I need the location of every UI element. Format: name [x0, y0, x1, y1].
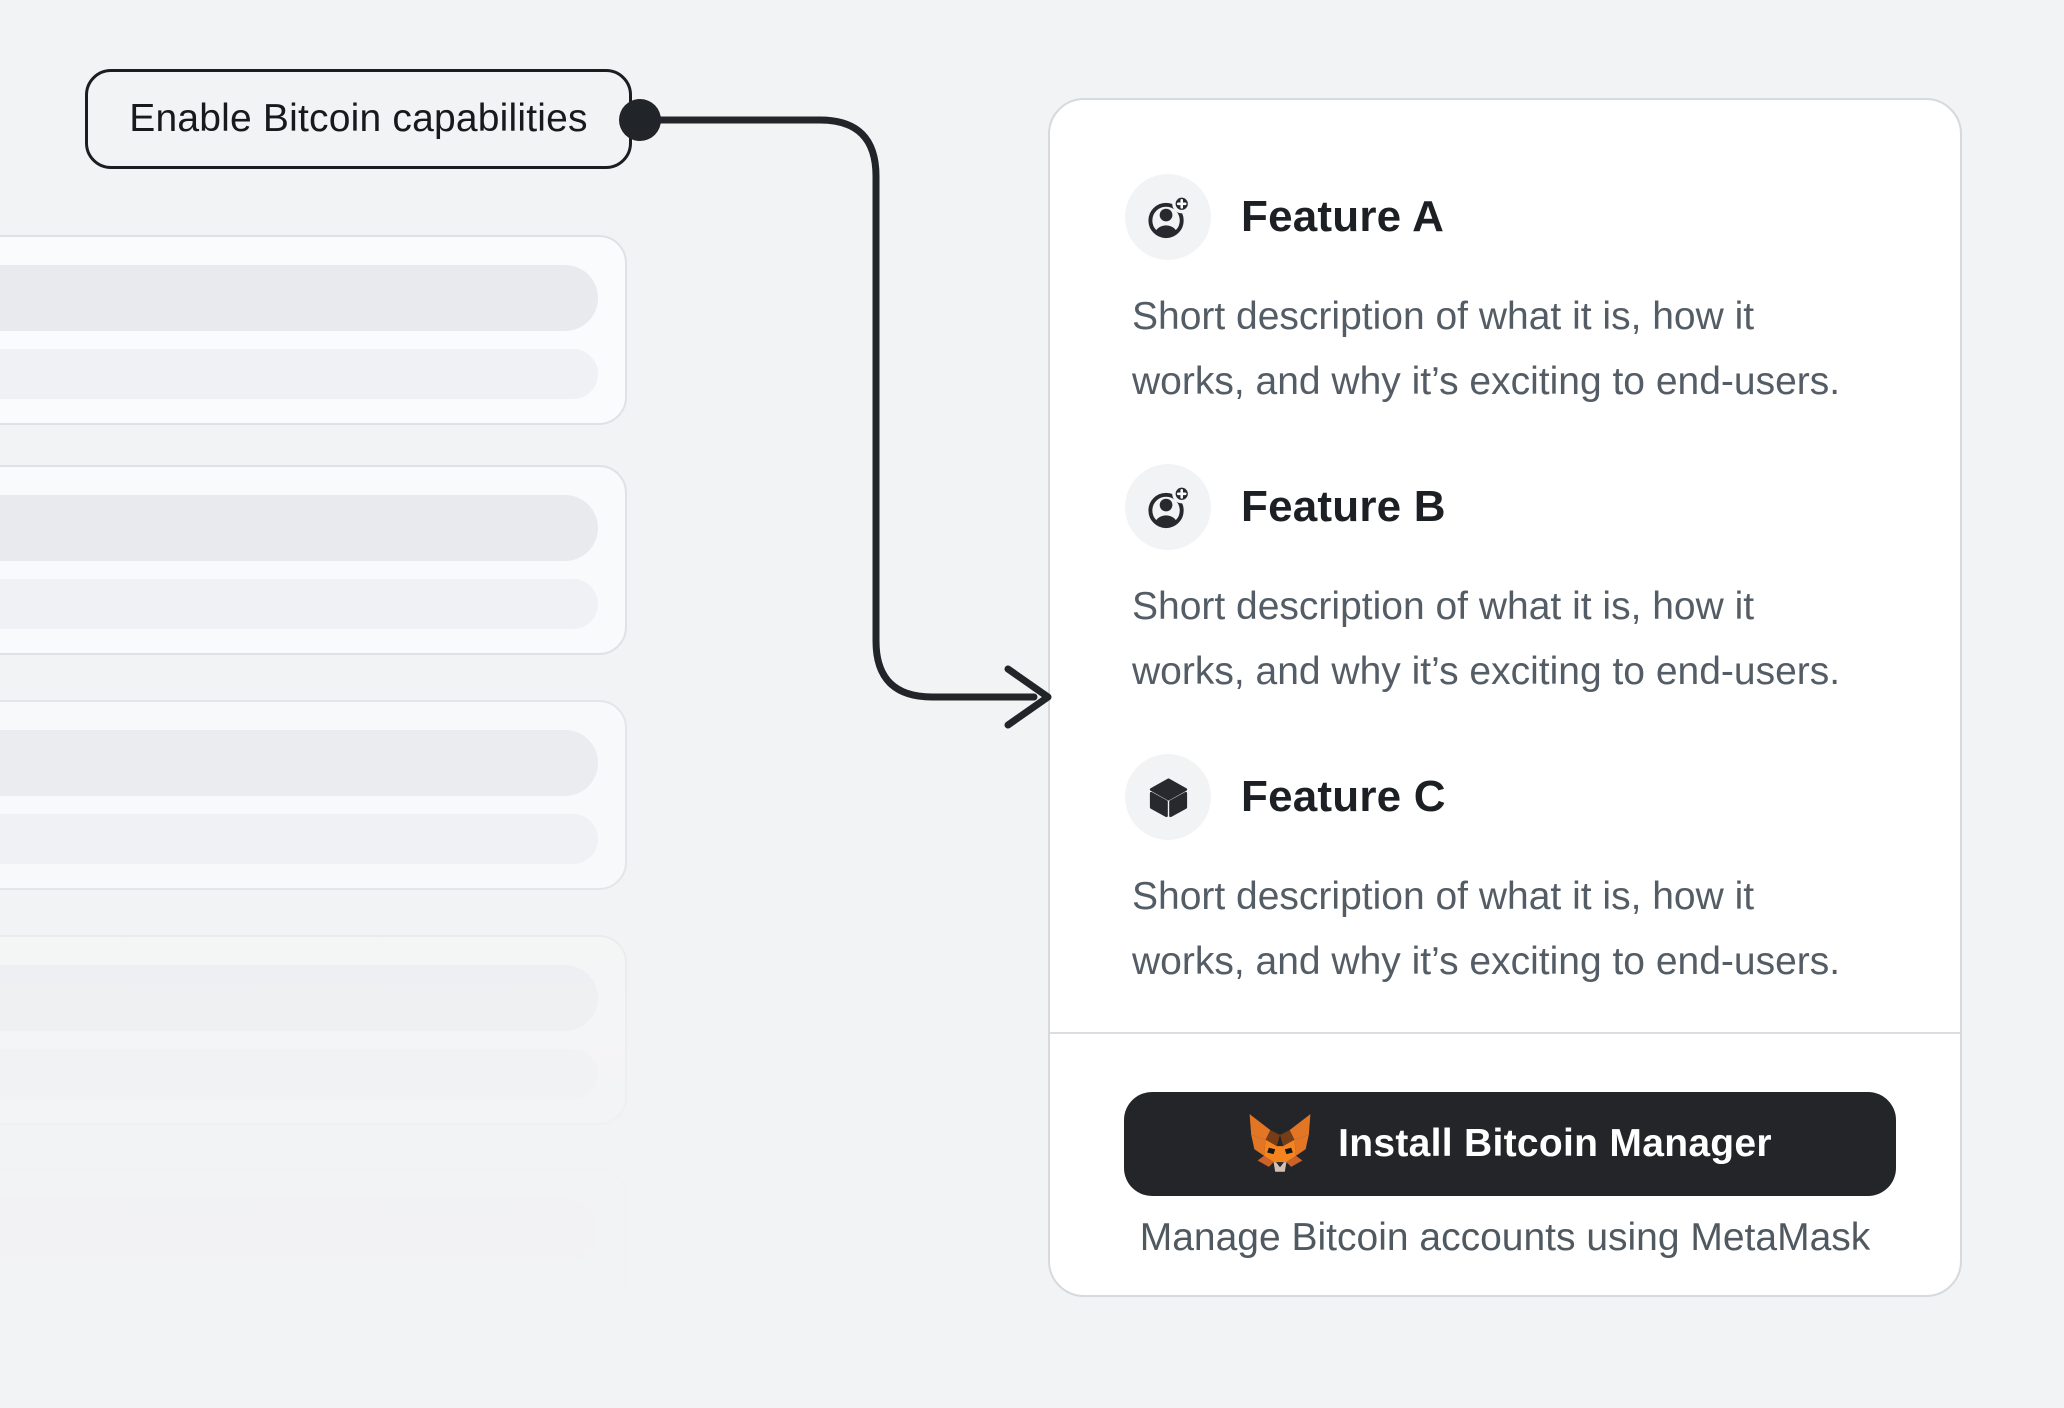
feature-c-header: Feature C — [1125, 754, 1890, 840]
skeleton-line — [0, 1198, 598, 1264]
skeleton-card — [0, 700, 627, 890]
connector-dot — [619, 99, 661, 141]
feature-b-description: Short description of what it is, how it … — [1132, 585, 1841, 693]
person-add-icon — [1125, 174, 1211, 260]
skeleton-card — [0, 235, 627, 425]
skeleton-line — [0, 265, 598, 331]
skeleton-line — [0, 495, 598, 561]
skeleton-line — [0, 814, 598, 864]
skeleton-line — [0, 579, 598, 629]
skeleton-card — [0, 465, 627, 655]
skeleton-card — [0, 935, 627, 1125]
feature-b-header: Feature B — [1125, 464, 1890, 550]
feature-a-section: Feature A Short description of what it i… — [1125, 174, 1890, 414]
skeleton-column — [0, 0, 700, 1408]
feature-a-description: Short description of what it is, how it … — [1132, 295, 1841, 403]
card-divider — [1050, 1032, 1960, 1034]
skeleton-card — [0, 1168, 627, 1358]
feature-c-description: Short description of what it is, how it … — [1132, 875, 1841, 983]
feature-b-title: Feature B — [1241, 482, 1446, 531]
arrowhead-icon — [1004, 665, 1052, 729]
annotation-label: Enable Bitcoin capabilities — [85, 69, 632, 169]
feature-a-header: Feature A — [1125, 174, 1890, 260]
skeleton-line — [0, 349, 598, 399]
connector-arrow — [619, 99, 1052, 729]
skeleton-line — [0, 1049, 598, 1099]
skeleton-line — [0, 965, 598, 1031]
install-button-label: Install Bitcoin Manager — [1338, 1122, 1772, 1165]
cube-icon — [1125, 754, 1211, 840]
feature-c-section: Feature C Short description of what it i… — [1125, 754, 1890, 994]
metamask-fox-icon — [1249, 1113, 1311, 1172]
person-add-icon — [1125, 464, 1211, 550]
feature-b-section: Feature B Short description of what it i… — [1125, 464, 1890, 704]
skeleton-line — [0, 730, 598, 796]
feature-card: Feature A Short description of what it i… — [1048, 98, 1962, 1297]
skeleton-line — [0, 1282, 598, 1332]
feature-a-title: Feature A — [1241, 192, 1445, 241]
annotation-label-text: Enable Bitcoin capabilities — [129, 97, 588, 140]
feature-c-title: Feature C — [1241, 772, 1446, 821]
cta-caption: Manage Bitcoin accounts using MetaMask — [1139, 1216, 1871, 1259]
install-bitcoin-manager-button[interactable]: Install Bitcoin Manager — [1124, 1092, 1896, 1196]
